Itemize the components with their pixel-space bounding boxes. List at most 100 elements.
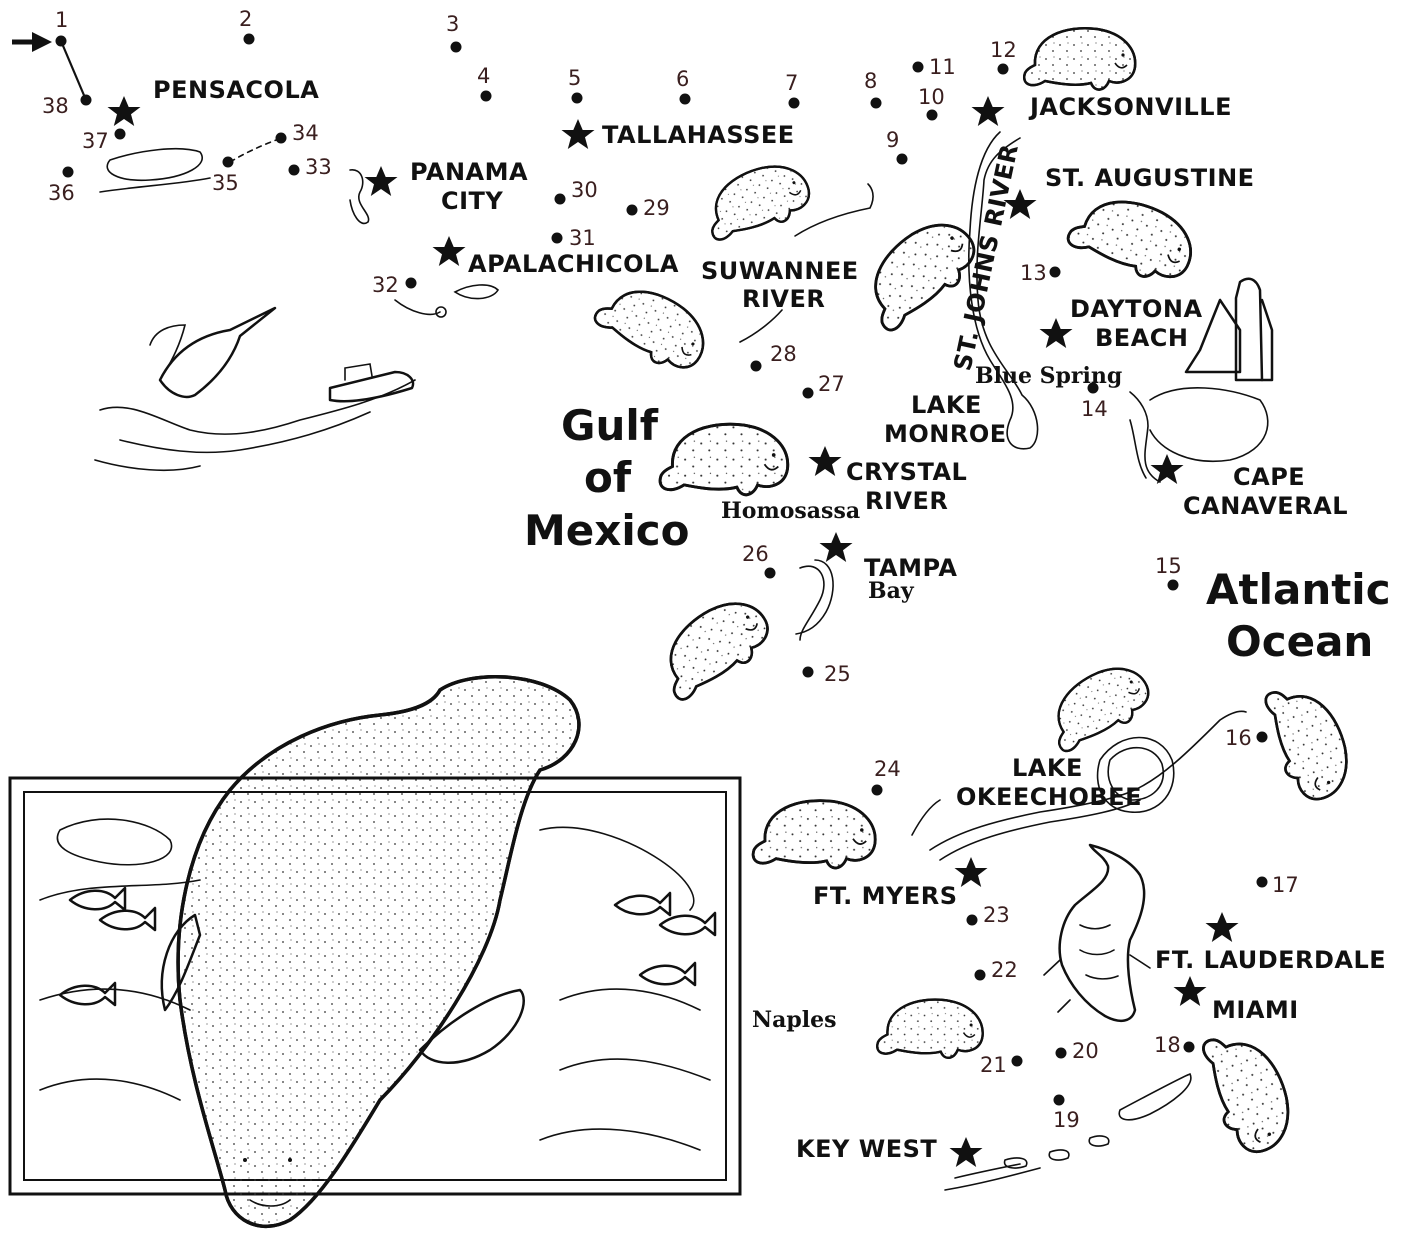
dot-33[interactable]: 33 (288, 155, 332, 179)
dot-28[interactable]: 28 (750, 342, 797, 372)
label-lake-monroe-2: MONROE (884, 420, 1007, 448)
label-naples: Naples (752, 1007, 837, 1033)
svg-text:13: 13 (1020, 261, 1047, 285)
svg-text:28: 28 (770, 342, 797, 366)
dot-17[interactable]: 17 (1256, 873, 1299, 897)
dot-19[interactable]: 19 (1053, 1094, 1080, 1133)
arrow-right-icon (12, 32, 52, 52)
svg-text:3: 3 (446, 12, 459, 36)
dot-24[interactable]: 24 (871, 757, 901, 796)
label-tallahassee: TALLAHASSEE (602, 121, 795, 149)
label-daytona-2: BEACH (1095, 324, 1188, 352)
svg-text:11: 11 (929, 55, 956, 79)
label-panama-city-1: PANAMA (410, 158, 528, 186)
fish-school (58, 886, 717, 1007)
dot-32[interactable]: 32 (372, 273, 417, 297)
dot-connector-1-38 (59, 40, 88, 101)
dot-7[interactable]: 7 (785, 71, 800, 109)
dot-29[interactable]: 29 (626, 196, 670, 220)
dot-5[interactable]: 5 (568, 66, 583, 104)
dot-10[interactable]: 10 (918, 85, 945, 121)
dot-20[interactable]: 20 (1055, 1039, 1099, 1063)
numbered-dots: 1 2 3 4 5 6 7 8 9 10 11 12 13 14 15 16 1… (42, 7, 1299, 1132)
svg-text:9: 9 (886, 128, 899, 152)
star-icon (971, 96, 1005, 126)
dot-31[interactable]: 31 (551, 226, 596, 250)
dot-14[interactable]: 14 (1081, 382, 1108, 422)
dot-2[interactable]: 2 (239, 7, 255, 45)
star-icon (1173, 976, 1207, 1006)
svg-text:24: 24 (874, 757, 901, 781)
label-ocean: Ocean (1226, 617, 1373, 666)
label-lake-okeechobee-1: LAKE (1012, 754, 1083, 782)
svg-text:15: 15 (1155, 554, 1182, 578)
svg-text:22: 22 (991, 958, 1018, 982)
dot-34[interactable]: 34 (275, 121, 319, 145)
dot-21[interactable]: 21 (980, 1053, 1023, 1077)
dot-22[interactable]: 22 (974, 958, 1018, 982)
water-labels: Gulf of Mexico Atlantic Ocean (524, 401, 1391, 666)
alligator-illustration (1043, 843, 1151, 1023)
label-homosassa: Homosassa (721, 498, 860, 524)
svg-text:19: 19 (1053, 1108, 1080, 1132)
dot-12[interactable]: 12 (990, 38, 1017, 75)
dot-37[interactable]: 37 (82, 128, 126, 154)
label-pensacola: PENSACOLA (153, 76, 319, 104)
dot-4[interactable]: 4 (477, 64, 492, 102)
label-atlantic: Atlantic (1206, 565, 1391, 614)
svg-text:12: 12 (990, 38, 1017, 62)
svg-text:32: 32 (372, 273, 399, 297)
label-apalachicola: APALACHICOLA (468, 250, 679, 278)
label-tampa-1: TAMPA (864, 554, 957, 582)
label-cape-canaveral-1: CAPE (1233, 463, 1305, 491)
label-cape-canaveral-2: CANAVERAL (1183, 492, 1348, 520)
svg-text:14: 14 (1081, 397, 1108, 421)
dot-11[interactable]: 11 (912, 55, 956, 79)
svg-text:8: 8 (864, 69, 877, 93)
dot-36[interactable]: 36 (48, 166, 75, 206)
star-icon (107, 96, 141, 126)
label-gulf: Gulf (561, 401, 659, 450)
dot-13[interactable]: 13 (1020, 261, 1061, 285)
dot-18[interactable]: 18 (1154, 1033, 1195, 1057)
dot-23[interactable]: 23 (966, 903, 1010, 927)
label-of: of (584, 453, 632, 502)
dot-1[interactable]: 1 (55, 8, 68, 47)
label-mexico: Mexico (524, 506, 690, 555)
dot-6[interactable]: 6 (676, 67, 691, 105)
star-icon (949, 1137, 983, 1167)
svg-text:20: 20 (1072, 1039, 1099, 1063)
dot-9[interactable]: 9 (886, 128, 908, 165)
label-daytona-1: DAYTONA (1070, 295, 1203, 323)
label-lake-okeechobee-2: OKEECHOBEE (956, 783, 1142, 811)
svg-text:7: 7 (785, 71, 798, 95)
label-st-augustine: ST. AUGUSTINE (1045, 164, 1255, 192)
marlin-and-boat-illustration (94, 306, 416, 472)
dot-35[interactable]: 35 (212, 156, 239, 196)
svg-text:21: 21 (980, 1053, 1007, 1077)
svg-text:10: 10 (918, 85, 945, 109)
svg-text:31: 31 (569, 226, 596, 250)
dot-15[interactable]: 15 (1155, 554, 1182, 591)
svg-text:26: 26 (742, 542, 769, 566)
space-shuttle-illustration (1149, 277, 1274, 462)
label-crystal-river-1: CRYSTAL (846, 458, 967, 486)
dot-30[interactable]: 30 (554, 178, 598, 205)
svg-text:18: 18 (1154, 1033, 1181, 1057)
svg-text:35: 35 (212, 171, 239, 195)
svg-text:37: 37 (82, 129, 109, 153)
dot-26[interactable]: 26 (742, 542, 776, 579)
svg-text:38: 38 (42, 94, 69, 118)
label-blue-spring: Blue Spring (975, 363, 1122, 389)
svg-text:30: 30 (571, 178, 598, 202)
dot-38[interactable]: 38 (42, 94, 92, 118)
label-ft-lauderdale: FT. LAUDERDALE (1155, 946, 1386, 974)
dot-3[interactable]: 3 (446, 12, 462, 53)
dot-27[interactable]: 27 (802, 372, 845, 399)
dot-8[interactable]: 8 (864, 69, 882, 109)
dot-16[interactable]: 16 (1225, 726, 1268, 750)
label-ft-myers: FT. MYERS (813, 882, 958, 910)
dot-25[interactable]: 25 (802, 662, 851, 686)
svg-text:6: 6 (676, 67, 689, 91)
